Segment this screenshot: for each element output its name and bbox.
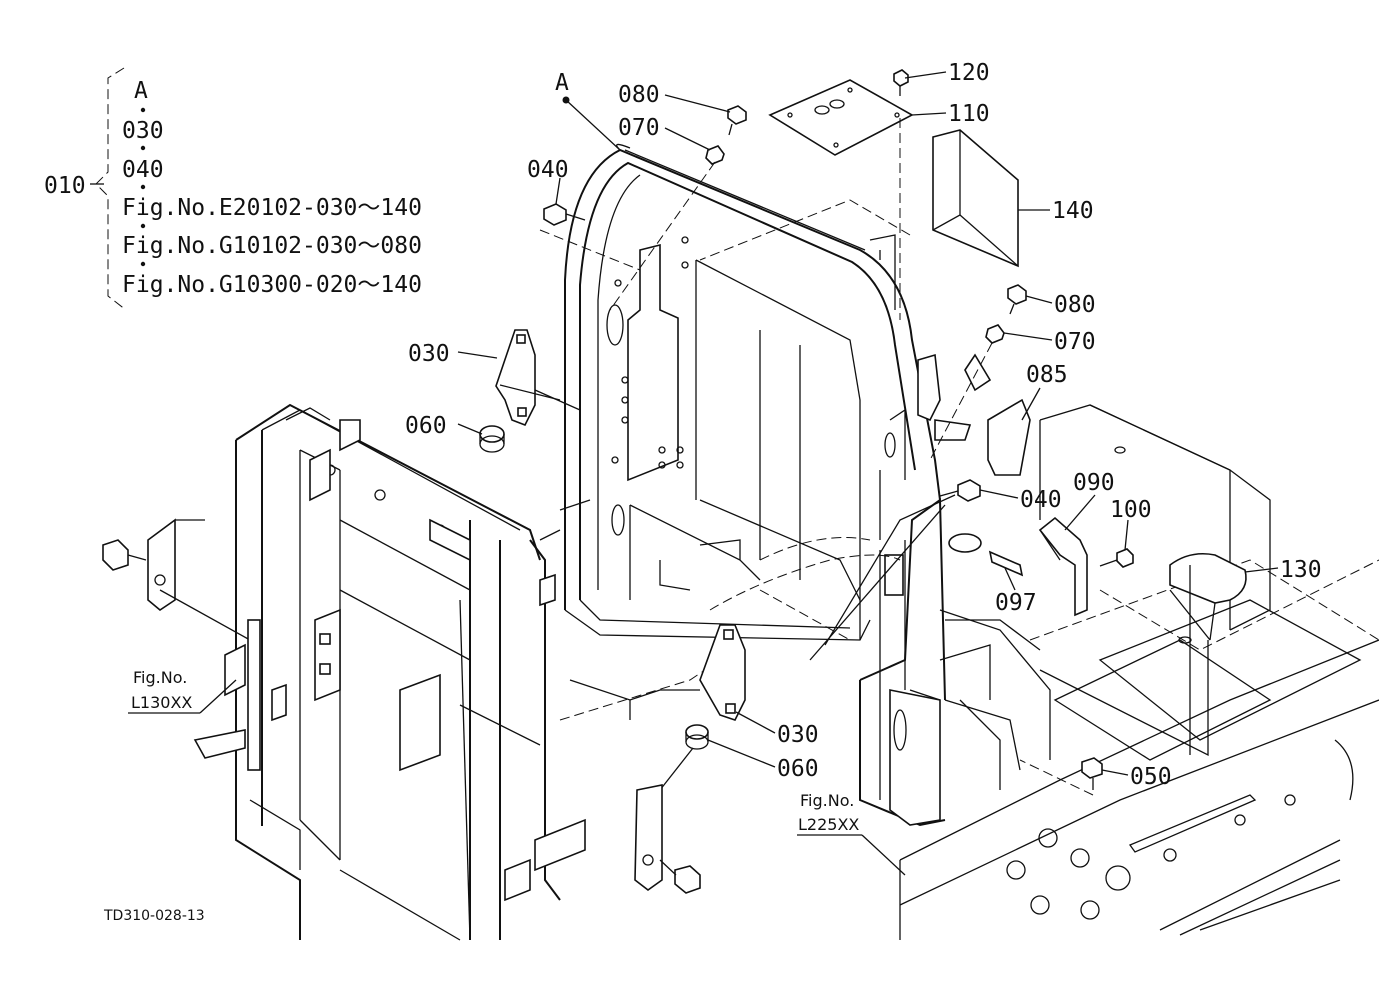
- callout-085: 085: [1026, 362, 1068, 388]
- callout-030-upper: 030: [408, 341, 450, 367]
- top-plate-110: [768, 69, 914, 320]
- bolt-040-upper: [539, 203, 641, 271]
- figure-references: Fig.No. L130XX Fig.No. L225XX: [131, 668, 859, 834]
- callout-090: 090: [1073, 470, 1115, 496]
- upper-bracket-030: [479, 329, 581, 453]
- leader-lines: [128, 71, 1279, 876]
- callout-097: 097: [995, 590, 1037, 616]
- group-010-bracket: 010 A 030 040 Fig.No.E20102-030～140 Fig.…: [44, 67, 422, 311]
- bracket-090: [1038, 516, 1088, 617]
- bolt-080-upper: [609, 105, 747, 311]
- group-item-040: 040: [122, 157, 164, 183]
- callout-140: 140: [1052, 198, 1094, 224]
- cover-085: [987, 398, 1031, 476]
- bolt-040-right: [939, 479, 981, 502]
- callout-040-top: 040: [527, 157, 569, 183]
- callout-a: A: [555, 70, 569, 96]
- callout-060-lower: 060: [777, 756, 819, 782]
- callout-070-right: 070: [1054, 329, 1096, 355]
- callout-110: 110: [948, 101, 990, 127]
- drawing-code: TD310-028-13: [103, 908, 205, 924]
- left-bracket: [102, 518, 251, 641]
- group-item-a: A: [134, 78, 148, 104]
- bolt-080-right: [929, 284, 1027, 461]
- frame-brackets: [193, 619, 287, 771]
- floor-frame: [539, 499, 901, 721]
- cab-frame: [235, 403, 586, 941]
- side-panel: [859, 353, 1051, 827]
- group-item-fig-e20102: Fig.No.E20102-030～140: [122, 195, 422, 221]
- bolt-100: [1099, 548, 1134, 568]
- group-item-fig-g10300: Fig.No.G10300-020～140: [122, 272, 422, 298]
- callout-030-lower: 030: [777, 722, 819, 748]
- ref-l130-line2: L130XX: [131, 693, 192, 712]
- callout-labels: A 080 070 040 120 110 140 080 070 030 06…: [405, 60, 1322, 790]
- bolt-050: [1019, 757, 1103, 796]
- lower-bracket-030: [634, 624, 746, 894]
- callout-070-top: 070: [618, 115, 660, 141]
- callout-040-right: 040: [1020, 487, 1062, 513]
- cover-130: [1169, 552, 1247, 641]
- ref-l225-line1: Fig.No.: [800, 791, 854, 810]
- pad-140: [699, 129, 1019, 268]
- callout-100: 100: [1110, 497, 1152, 523]
- pin-097: [948, 533, 1024, 577]
- back-panel: [564, 143, 941, 641]
- callout-120: 120: [948, 60, 990, 86]
- group-item-fig-g10102: Fig.No.G10102-030～080: [122, 233, 422, 259]
- group-item-030: 030: [122, 118, 164, 144]
- callout-060-upper: 060: [405, 413, 447, 439]
- group-label: 010: [44, 173, 86, 199]
- ref-l130-line1: Fig.No.: [133, 668, 187, 687]
- floor-plate: [899, 559, 1379, 940]
- callout-080-top: 080: [618, 82, 660, 108]
- callout-080-right: 080: [1054, 292, 1096, 318]
- callout-050: 050: [1130, 764, 1172, 790]
- ref-l225-line2: L225XX: [798, 815, 859, 834]
- callout-130: 130: [1280, 557, 1322, 583]
